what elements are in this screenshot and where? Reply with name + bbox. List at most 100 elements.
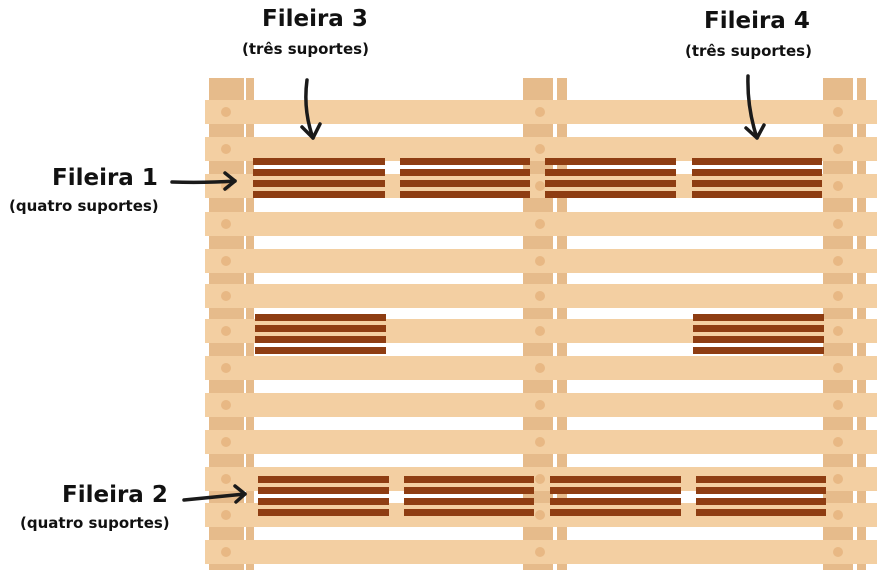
wood-knot bbox=[535, 181, 545, 191]
support-bar bbox=[696, 498, 826, 505]
support-bar bbox=[258, 476, 389, 483]
support-bar bbox=[404, 487, 534, 494]
wood-knot bbox=[833, 326, 843, 336]
wood-knot bbox=[535, 510, 545, 520]
support-bar bbox=[550, 476, 681, 483]
support-bar bbox=[696, 476, 826, 483]
support-bar bbox=[693, 347, 824, 354]
label-fileira-1-title: Fileira 1 bbox=[52, 165, 158, 191]
wood-knot bbox=[535, 437, 545, 447]
support-bar bbox=[404, 476, 534, 483]
wood-knot bbox=[535, 256, 545, 266]
support-bar bbox=[693, 314, 824, 321]
support-bar bbox=[404, 498, 534, 505]
wood-knot bbox=[833, 181, 843, 191]
wood-knot bbox=[833, 107, 843, 117]
label-fileira-2-title: Fileira 2 bbox=[62, 482, 168, 508]
support-bar bbox=[258, 498, 389, 505]
support-bundle bbox=[692, 158, 822, 198]
wood-knot bbox=[833, 219, 843, 229]
support-bundle bbox=[545, 158, 676, 198]
wood-knot bbox=[535, 474, 545, 484]
arrow-fileira-1 bbox=[170, 171, 237, 191]
arrow-fileira-4 bbox=[744, 74, 766, 140]
arrow-fileira-3 bbox=[300, 78, 322, 140]
arrows bbox=[170, 74, 766, 504]
label-fileira-4-subtitle: (três suportes) bbox=[685, 42, 812, 60]
support-bar bbox=[404, 509, 534, 516]
wood-knot bbox=[833, 144, 843, 154]
wood-knot bbox=[221, 400, 231, 410]
arrow-shaft bbox=[170, 179, 237, 185]
support-bar bbox=[545, 158, 676, 165]
label-fileira-4-title: Fileira 4 bbox=[704, 8, 810, 34]
support-bar bbox=[550, 498, 681, 505]
wood-knot bbox=[535, 400, 545, 410]
support-bar bbox=[545, 169, 676, 176]
support-bundle bbox=[253, 158, 385, 198]
support-bundles bbox=[253, 158, 826, 516]
support-bar bbox=[696, 509, 826, 516]
wood-knot bbox=[221, 256, 231, 266]
wood-knot bbox=[833, 256, 843, 266]
support-bar bbox=[400, 169, 530, 176]
support-bar bbox=[693, 336, 824, 343]
support-bar bbox=[692, 169, 822, 176]
support-bar bbox=[400, 180, 530, 187]
support-bundle bbox=[693, 314, 824, 354]
arrow-fileira-2 bbox=[182, 484, 247, 504]
support-bar bbox=[258, 509, 389, 516]
support-bar bbox=[693, 325, 824, 332]
support-bar bbox=[253, 158, 385, 165]
label-fileira-2-subtitle: (quatro suportes) bbox=[20, 514, 170, 532]
support-bar bbox=[692, 191, 822, 198]
support-bar bbox=[545, 191, 676, 198]
wood-knot bbox=[221, 437, 231, 447]
arrow-shaft bbox=[304, 78, 315, 140]
support-bar bbox=[255, 336, 386, 343]
wood-knot bbox=[833, 510, 843, 520]
support-bar bbox=[255, 325, 386, 332]
support-bundle bbox=[255, 314, 386, 354]
support-bundle bbox=[550, 476, 681, 516]
support-bar bbox=[696, 487, 826, 494]
wood-knot bbox=[221, 474, 231, 484]
label-fileira-1-subtitle: (quatro suportes) bbox=[9, 197, 159, 215]
arrow-head bbox=[223, 171, 237, 191]
wood-knot bbox=[535, 107, 545, 117]
wood-knot bbox=[833, 474, 843, 484]
label-fileira-3-subtitle: (três suportes) bbox=[242, 40, 369, 58]
support-bundle bbox=[258, 476, 389, 516]
wood-knot bbox=[833, 400, 843, 410]
support-bar bbox=[255, 314, 386, 321]
wood-knot bbox=[221, 291, 231, 301]
wood-knot bbox=[221, 144, 231, 154]
support-bar bbox=[545, 180, 676, 187]
wood-knot bbox=[535, 326, 545, 336]
wood-knot bbox=[221, 547, 231, 557]
arrow-shaft bbox=[746, 74, 759, 140]
wood-knot bbox=[221, 363, 231, 373]
wood-knot bbox=[833, 363, 843, 373]
support-bar bbox=[400, 191, 530, 198]
arrow-head bbox=[744, 123, 766, 140]
support-bundle bbox=[696, 476, 826, 516]
support-bar bbox=[550, 487, 681, 494]
arrow-shaft bbox=[182, 492, 247, 502]
wood-knot bbox=[535, 144, 545, 154]
wood-knot bbox=[221, 107, 231, 117]
support-bar bbox=[400, 158, 530, 165]
wood-knot bbox=[535, 291, 545, 301]
wood-knot bbox=[833, 437, 843, 447]
label-fileira-3-title: Fileira 3 bbox=[262, 6, 368, 32]
wood-knot bbox=[221, 326, 231, 336]
support-bundle bbox=[400, 158, 530, 198]
wood-knot bbox=[833, 547, 843, 557]
wood-knot bbox=[535, 363, 545, 373]
support-bundle bbox=[404, 476, 534, 516]
support-bar bbox=[550, 509, 681, 516]
wood-knot bbox=[833, 291, 843, 301]
wood-knot bbox=[535, 219, 545, 229]
wood-knot bbox=[221, 219, 231, 229]
